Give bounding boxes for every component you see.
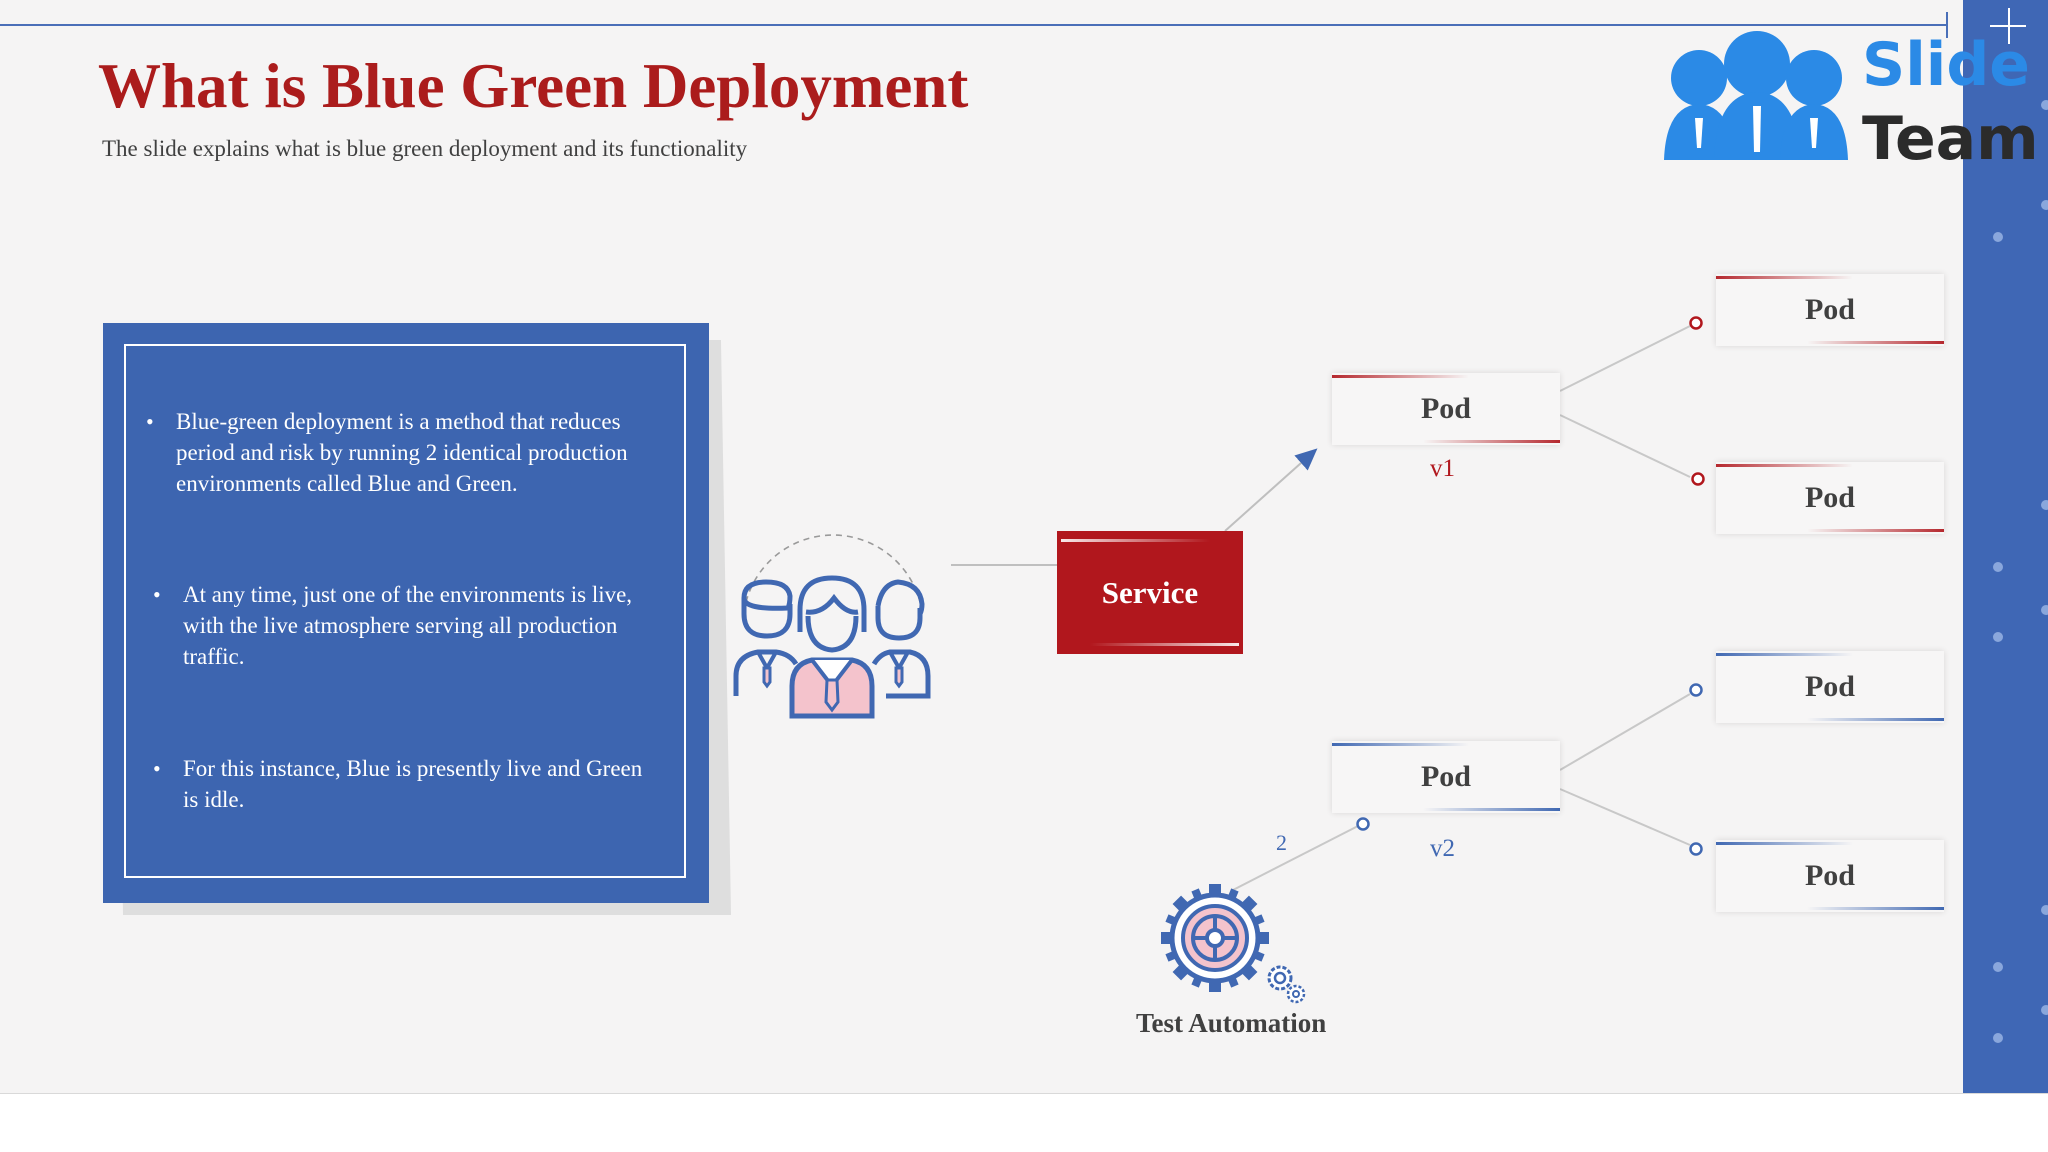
slide: Slide Team What is Blue Green Deployment… xyxy=(0,0,2048,1094)
band-dot xyxy=(1993,962,2003,972)
diagram-connectors xyxy=(951,316,1705,891)
child-pod-label: Pod xyxy=(1804,859,1855,892)
connector-dot xyxy=(1691,472,1705,486)
pod-accent-bottom xyxy=(1807,718,1944,721)
pod-accent-top xyxy=(1332,375,1469,378)
band-dot xyxy=(2041,200,2048,210)
band-dot xyxy=(2041,100,2048,110)
logo-text-team: Team xyxy=(1862,104,2039,174)
pod-accent-top xyxy=(1716,653,1853,656)
pod-v2-label: Pod xyxy=(1420,760,1471,793)
top-rule xyxy=(0,24,1946,26)
pod-accent-top xyxy=(1716,842,1853,845)
band-dot xyxy=(1993,232,2003,242)
pod-accent-top xyxy=(1716,464,1853,467)
child-pod-label: Pod xyxy=(1804,293,1855,326)
pod-accent-bottom xyxy=(1423,440,1560,443)
service-accent-bottom xyxy=(1090,643,1239,646)
connector-dot xyxy=(1689,316,1703,330)
band-dot xyxy=(2041,1005,2048,1015)
connector-dot xyxy=(1689,683,1703,697)
child-pod-label: Pod xyxy=(1804,670,1855,703)
pod-v1-label: Pod xyxy=(1420,392,1471,425)
service-label: Service xyxy=(1101,574,1199,610)
pod-accent-bottom xyxy=(1423,808,1560,811)
plus-icon-horizontal xyxy=(1990,25,2026,27)
service-to-pod-v1-arrow xyxy=(1224,448,1318,532)
pod-v1-box[interactable]: Pod xyxy=(1332,373,1560,445)
bullet-item: At any time, just one of the environment… xyxy=(153,579,663,672)
team-icon xyxy=(733,534,931,719)
page-subtitle: The slide explains what is blue green de… xyxy=(102,136,748,161)
pod-v2-box[interactable]: Pod xyxy=(1332,741,1560,813)
band-dot xyxy=(1993,1033,2003,1043)
pod-accent-top xyxy=(1332,743,1469,746)
band-dot xyxy=(1993,632,2003,642)
pod-v2-to-child-3-line xyxy=(1559,693,1691,771)
child-pod-1[interactable]: Pod xyxy=(1716,274,1944,346)
page-title: What is Blue Green Deployment xyxy=(98,51,969,121)
version-v2-label: v2 xyxy=(1430,835,1455,862)
pod-v2-to-child-4-line xyxy=(1559,788,1691,846)
pod-accent-bottom xyxy=(1807,341,1944,344)
band-dot xyxy=(1993,562,2003,572)
pod-accent-top xyxy=(1716,276,1853,279)
bullet-item: For this instance, Blue is presently liv… xyxy=(153,753,663,815)
slideteam-logo-icon xyxy=(1664,31,1848,160)
pod-accent-bottom xyxy=(1807,907,1944,910)
child-pod-4[interactable]: Pod xyxy=(1716,840,1944,912)
description-panel-frame: Blue-green deployment is a method that r… xyxy=(124,344,686,878)
test-automation-label: Test Automation xyxy=(1136,1008,1327,1038)
gear-icon xyxy=(1161,884,1306,1004)
right-decorative-band xyxy=(1963,0,2048,1093)
test-to-pod-v2-line xyxy=(1232,825,1359,891)
description-panel: Blue-green deployment is a method that r… xyxy=(103,323,709,903)
child-pod-2[interactable]: Pod xyxy=(1716,462,1944,534)
pod-v1-to-child-1-line xyxy=(1559,325,1691,392)
service-box[interactable]: Service xyxy=(1057,531,1243,654)
small-gears-icon xyxy=(1267,965,1293,991)
step-number-label: 2 xyxy=(1276,830,1287,855)
band-dot xyxy=(2041,605,2048,615)
child-pod-3[interactable]: Pod xyxy=(1716,651,1944,723)
band-dot xyxy=(2041,500,2048,510)
connector-dot xyxy=(1356,817,1370,831)
top-rule-tick xyxy=(1946,12,1948,38)
pod-v1-to-child-2-line xyxy=(1559,414,1691,478)
connector-dot xyxy=(1689,842,1703,856)
band-dot xyxy=(2041,905,2048,915)
logo-text-slide: Slide xyxy=(1862,30,2030,100)
child-pod-label: Pod xyxy=(1804,481,1855,514)
service-accent-top xyxy=(1061,539,1210,542)
version-v1-label: v1 xyxy=(1430,455,1455,482)
bullet-item: Blue-green deployment is a method that r… xyxy=(146,406,676,499)
pod-accent-bottom xyxy=(1807,529,1944,532)
